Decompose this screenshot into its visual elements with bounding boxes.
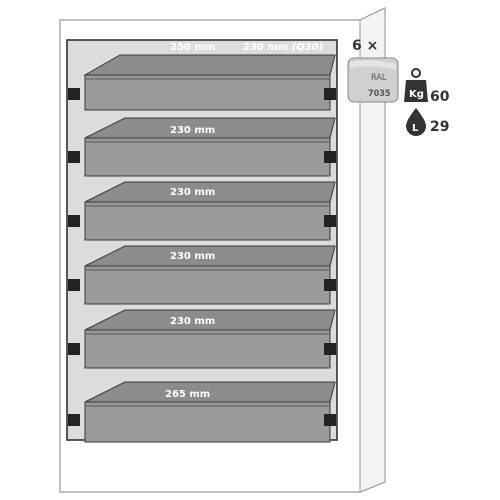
- drawer-1-alt-label: 230 mm (Q30): [243, 42, 323, 53]
- droplet-icon: L: [406, 108, 426, 136]
- weight-icon: Kg: [404, 68, 428, 102]
- ral-prefix: RAL: [371, 73, 387, 83]
- drawer-2-label: 230 mm: [170, 125, 215, 136]
- drawer-3-label: 230 mm: [170, 187, 215, 198]
- drawer-4: 230 mm: [68, 245, 336, 305]
- drawer-1-label: 250 mm: [170, 42, 215, 53]
- ral-color-swatch: RAL 7035: [347, 57, 399, 103]
- weight-icon-label: Kg: [409, 89, 424, 100]
- drawer-4-label: 230 mm: [170, 251, 215, 262]
- drawer-6: 265 mm: [68, 381, 336, 443]
- drawer-5: 230 mm: [68, 309, 336, 369]
- volume-value: 29: [430, 119, 449, 135]
- volume-icon-label: L: [412, 123, 419, 134]
- ral-code: 7035: [368, 89, 391, 99]
- drawer-6-label: 265 mm: [165, 389, 210, 400]
- drawer-3: 230 mm: [68, 181, 336, 241]
- weight-value: 60: [430, 89, 450, 105]
- drawer-5-label: 230 mm: [170, 316, 215, 327]
- drawer-2: 230 mm: [68, 117, 336, 177]
- drawer-1: 250 mm 230 mm (Q30): [68, 42, 336, 111]
- drawer-count-label: 6 ×: [352, 38, 378, 54]
